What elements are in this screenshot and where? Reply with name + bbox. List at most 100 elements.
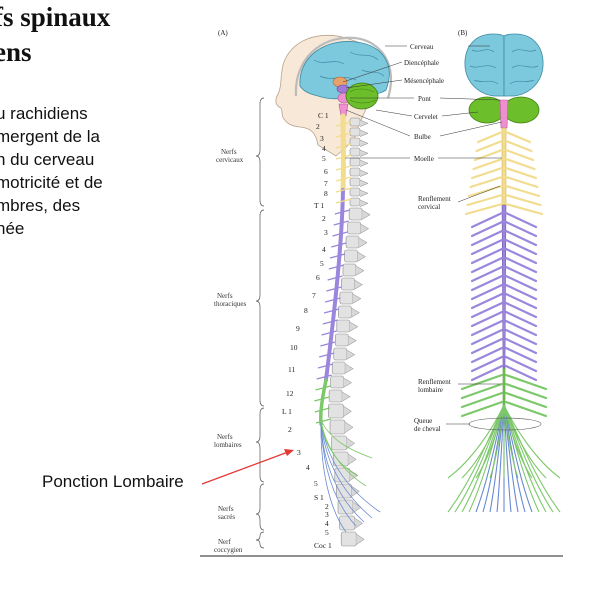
vertebra (331, 361, 346, 375)
vertebra (338, 305, 352, 319)
title-line-2: ens (0, 37, 32, 67)
spinal-nerve-left (470, 283, 504, 301)
label-renflement-cervical-1: Renflement (418, 195, 451, 203)
spinal-nerve (321, 330, 337, 336)
vertebra-label-s5: 5 (325, 528, 329, 537)
body-line-3: n du cerveau (0, 150, 95, 169)
spinal-nerve-left (470, 310, 504, 328)
cerebellum-front-right (502, 96, 540, 124)
vertebra-process (359, 189, 369, 197)
cauda-nerve-lateral (503, 404, 547, 479)
vertebra (340, 531, 357, 547)
vertebra (336, 319, 351, 333)
vertebra-process (361, 209, 371, 220)
vertebra-label-c4: 4 (322, 144, 326, 153)
vertebra-process (358, 237, 368, 248)
cauda-nerve (496, 404, 505, 513)
vertebra-label-c2: 2 (316, 122, 320, 131)
spinal-nerve-left (473, 148, 504, 162)
spinal-nerve-left (476, 130, 504, 144)
vertebra (348, 207, 363, 221)
spinal-cord-lumbar-side (319, 378, 328, 426)
vertebra (349, 127, 361, 137)
label-queue-1: Queue (414, 417, 432, 425)
spinal-nerve-left (470, 337, 504, 355)
spinal-nerve-left (470, 274, 504, 292)
vertebra-process (341, 391, 351, 402)
spinal-nerve (325, 297, 341, 303)
spinal-nerve-left (470, 247, 504, 265)
vertebra-process (345, 363, 354, 374)
vertebra-label-t4: 4 (322, 245, 326, 254)
vertebra-process (344, 421, 354, 433)
label-bulbe: Bulbe (414, 133, 431, 141)
spinal-nerve-right (504, 346, 538, 364)
spinal-nerve-left (470, 355, 504, 373)
spinal-cord-cervical-front (501, 127, 507, 206)
vertebra-process (352, 293, 362, 304)
region-lumbar-1: Nerfs (217, 433, 233, 441)
vertebra (342, 263, 357, 277)
spinal-nerve-left (470, 346, 504, 364)
cauda-nerve-lateral (461, 404, 505, 479)
slide-body-text: u rachidiens mergent de la n du cerveau … (0, 102, 103, 240)
label-cerveau: Cerveau (410, 43, 434, 51)
cauda-nerve-lateral (503, 404, 533, 479)
spinal-nerve (335, 165, 352, 171)
vertebra-label-c6: 6 (324, 167, 328, 176)
vertebra-label-s3: 3 (325, 510, 329, 519)
body-line-1: u rachidiens (0, 104, 88, 123)
panel-a-label: (A) (218, 29, 228, 37)
spinal-nerve (335, 176, 352, 182)
spinal-nerve-right (504, 382, 548, 400)
spinal-nerve-right (504, 139, 533, 153)
cauda-nerve (503, 404, 561, 513)
vertebra (333, 347, 348, 361)
spinal-nerve-left (470, 364, 504, 382)
vertebra-process (360, 223, 370, 234)
cauda-equina-front (447, 404, 561, 513)
spinal-nerve-right (504, 184, 541, 198)
spinal-nerve-right (504, 292, 538, 310)
label-queue-2: de cheval (414, 425, 441, 433)
vertebra-process (359, 129, 369, 137)
vertebra (331, 435, 347, 451)
spinal-nerve (323, 308, 340, 314)
label-renflement-cervical-2: cervical (418, 203, 440, 211)
vertebra-process (355, 265, 365, 276)
slide-title: fs spinaux ens (0, 0, 110, 70)
vertebra-process (356, 533, 365, 545)
vertebra-label-t7: 7 (312, 291, 316, 300)
vertebra-process (349, 321, 359, 332)
title-line-1: fs spinaux (0, 2, 111, 32)
vertebra-label-l5: 5 (314, 479, 318, 488)
vertebra-label-t5: 5 (320, 259, 324, 268)
region-cervical-2: cervicaux (216, 156, 244, 164)
spinal-nerve-right (504, 328, 538, 346)
vertebra-process (348, 453, 357, 465)
vertebra-process (346, 349, 356, 360)
vertebra (339, 515, 355, 531)
vertebra-process (354, 517, 364, 529)
label-renflement-lombaire-2: lombaire (418, 386, 443, 394)
spinal-nerve-right (504, 310, 538, 328)
cauda-equina-side (320, 419, 381, 533)
spinal-nerve (335, 198, 352, 204)
spinal-cord-thoracic-side (324, 188, 345, 382)
spinal-nerve (322, 319, 338, 325)
spinal-nerve (317, 363, 334, 369)
spinal-nerve-left (472, 157, 504, 171)
spinal-cord-lumbar-front (502, 367, 506, 409)
spinal-nerve-left (460, 391, 504, 409)
spinal-nerve-left (470, 211, 504, 229)
vertebra-label-t12: 12 (286, 389, 294, 398)
spinal-nerve-right (504, 301, 538, 319)
spinal-nerve-right (504, 229, 538, 247)
vertebra (349, 157, 361, 167)
region-sacral-2: sacrés (218, 513, 235, 521)
spinal-nerve-right (504, 319, 538, 337)
spinal-nerve-left (460, 400, 504, 418)
vertebra-label-coc: Coc 1 (314, 541, 332, 550)
spinal-nerve-right (504, 175, 539, 189)
spinal-nerve-left (470, 229, 504, 247)
